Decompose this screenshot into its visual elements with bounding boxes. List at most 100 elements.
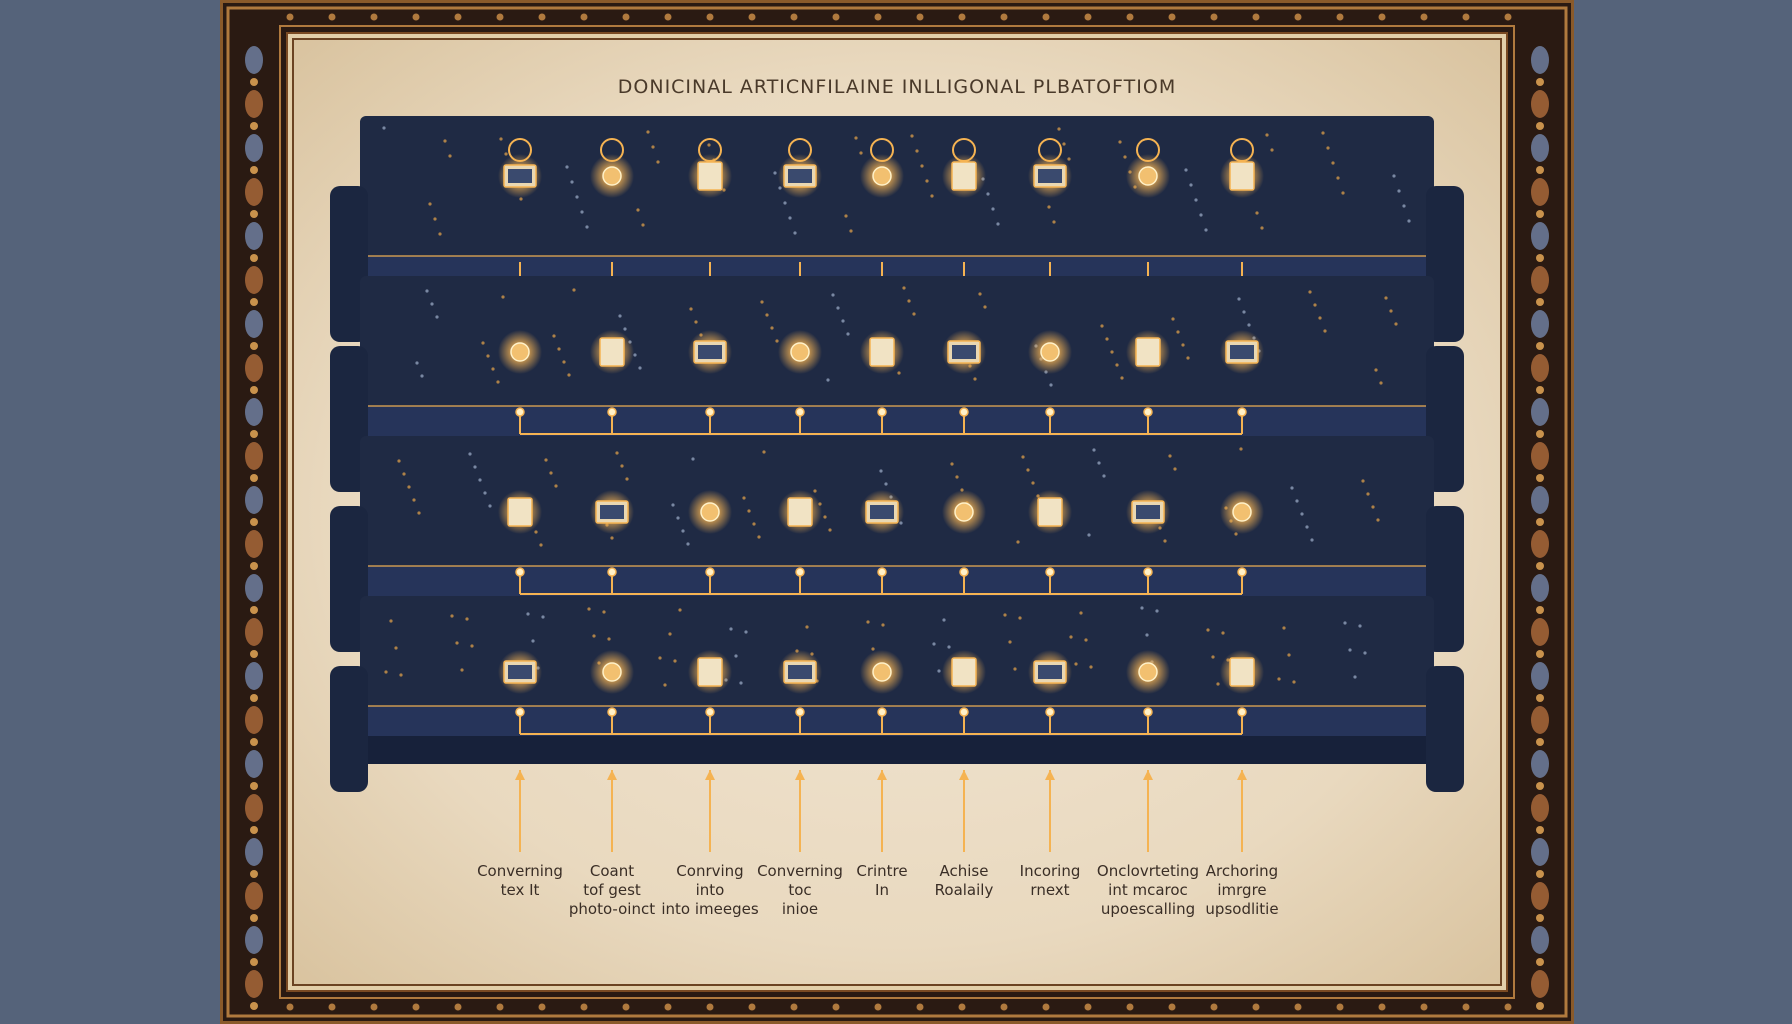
sparkle-dot bbox=[668, 632, 672, 636]
sparkle-dot bbox=[641, 223, 645, 227]
sparkle-dot bbox=[549, 471, 553, 475]
sparkle-dot bbox=[729, 627, 733, 631]
sparkle-dot bbox=[1206, 628, 1210, 632]
connector-node bbox=[795, 567, 805, 577]
sparkle-dot bbox=[770, 326, 774, 330]
ornament-bead bbox=[250, 1002, 258, 1010]
ornament-dot bbox=[1252, 13, 1260, 21]
sparkle-dot bbox=[1247, 323, 1251, 327]
ornament-leaf bbox=[1531, 838, 1549, 866]
sparkle-dot bbox=[775, 339, 779, 343]
connector-node bbox=[959, 567, 969, 577]
sparkle-dot bbox=[739, 681, 743, 685]
screen-icon bbox=[1038, 169, 1062, 183]
connector-node bbox=[959, 407, 969, 417]
sparkle-dot bbox=[443, 139, 447, 143]
sparkle-dot bbox=[1402, 204, 1406, 208]
ornament-dot bbox=[1252, 1003, 1260, 1011]
caption-line: into imeeges bbox=[661, 900, 759, 918]
ornament-leaf bbox=[1531, 618, 1549, 646]
sparkle-dot bbox=[1102, 474, 1106, 478]
document-icon bbox=[599, 337, 625, 367]
sparkle-dot bbox=[1184, 168, 1188, 172]
sparkle-dot bbox=[1265, 133, 1269, 137]
caption-line: toc bbox=[788, 881, 812, 899]
panel-1 bbox=[360, 116, 1434, 286]
armrest-left-1 bbox=[330, 186, 368, 342]
sparkle-dot bbox=[836, 306, 840, 310]
ornament-leaf bbox=[245, 970, 263, 998]
connector-node bbox=[1237, 567, 1247, 577]
ornament-dot bbox=[538, 13, 546, 21]
arrow-head-icon bbox=[877, 770, 887, 780]
ornament-dot bbox=[580, 1003, 588, 1011]
caption-line: upsodlitie bbox=[1205, 900, 1279, 918]
ornament-leaf bbox=[1531, 574, 1549, 602]
gear-icon bbox=[1230, 138, 1254, 162]
sparkle-dot bbox=[983, 305, 987, 309]
ornament-dot bbox=[286, 13, 294, 21]
parchment-canvas: DONICINAL ARTICNFILAINE INLLIGONAL PLBAT… bbox=[294, 40, 1500, 984]
inner-border-line bbox=[279, 25, 1515, 999]
ornament-bead bbox=[1536, 518, 1544, 526]
sparkle-dot bbox=[455, 641, 459, 645]
light-orb-icon bbox=[1138, 166, 1158, 186]
connector-node bbox=[1143, 567, 1153, 577]
light-orb-icon bbox=[954, 502, 974, 522]
ornament-leaf bbox=[245, 178, 263, 206]
pipeline-diagram bbox=[330, 116, 1464, 852]
sparkle-dot bbox=[610, 536, 614, 540]
ornament-leaf bbox=[1531, 134, 1549, 162]
sparkle-dot bbox=[991, 207, 995, 211]
screen-icon bbox=[508, 665, 532, 679]
armrest-right-2 bbox=[1426, 346, 1464, 492]
sparkle-dot bbox=[1242, 310, 1246, 314]
ornament-leaf bbox=[1531, 794, 1549, 822]
sparkle-dot bbox=[1394, 322, 1398, 326]
sparkle-dot bbox=[760, 300, 764, 304]
ornament-dot bbox=[1504, 13, 1512, 21]
sparkle-dot bbox=[499, 137, 503, 141]
sparkle-dot bbox=[915, 149, 919, 153]
sparkle-dot bbox=[636, 208, 640, 212]
armrest-right-4 bbox=[1426, 666, 1464, 792]
sparkle-dot bbox=[633, 353, 637, 357]
gear-icon bbox=[1038, 138, 1062, 162]
connector-node bbox=[795, 707, 805, 717]
sparkle-dot bbox=[1194, 198, 1198, 202]
sparkle-dot bbox=[744, 630, 748, 634]
sparkle-dot bbox=[854, 136, 858, 140]
armrest-left-3 bbox=[330, 506, 368, 652]
sparkle-dot bbox=[676, 516, 680, 520]
ornament-bead bbox=[250, 914, 258, 922]
sparkle-dot bbox=[585, 225, 589, 229]
sparkle-dot bbox=[565, 165, 569, 169]
caption-line: upoescalling bbox=[1100, 900, 1196, 918]
sparkle-dot bbox=[473, 465, 477, 469]
sparkle-dot bbox=[417, 511, 421, 515]
sparkle-dot bbox=[1173, 467, 1177, 471]
ornament-bead bbox=[250, 782, 258, 790]
arrow-head-icon bbox=[959, 770, 969, 780]
connector-node bbox=[877, 407, 887, 417]
sparkle-dot bbox=[1118, 140, 1122, 144]
gear-icon bbox=[698, 138, 722, 162]
ornament-leaf bbox=[245, 486, 263, 514]
ornament-bead bbox=[1536, 78, 1544, 86]
sparkle-dot bbox=[910, 134, 914, 138]
ornament-dot bbox=[1000, 13, 1008, 21]
sparkle-dot bbox=[793, 231, 797, 235]
ornament-dot bbox=[958, 1003, 966, 1011]
sparkle-dot bbox=[1069, 635, 1073, 639]
connector-node bbox=[877, 567, 887, 577]
arrow-head-icon bbox=[1045, 770, 1055, 780]
ornament-bead bbox=[250, 694, 258, 702]
sparkle-dot bbox=[788, 216, 792, 220]
sparkle-dot bbox=[734, 654, 738, 658]
ornament-dot bbox=[1378, 13, 1386, 21]
sparkle-dot bbox=[638, 366, 642, 370]
caption-line: Roalaily bbox=[934, 881, 994, 899]
sparkle-dot bbox=[881, 623, 885, 627]
ornament-leaf bbox=[245, 530, 263, 558]
